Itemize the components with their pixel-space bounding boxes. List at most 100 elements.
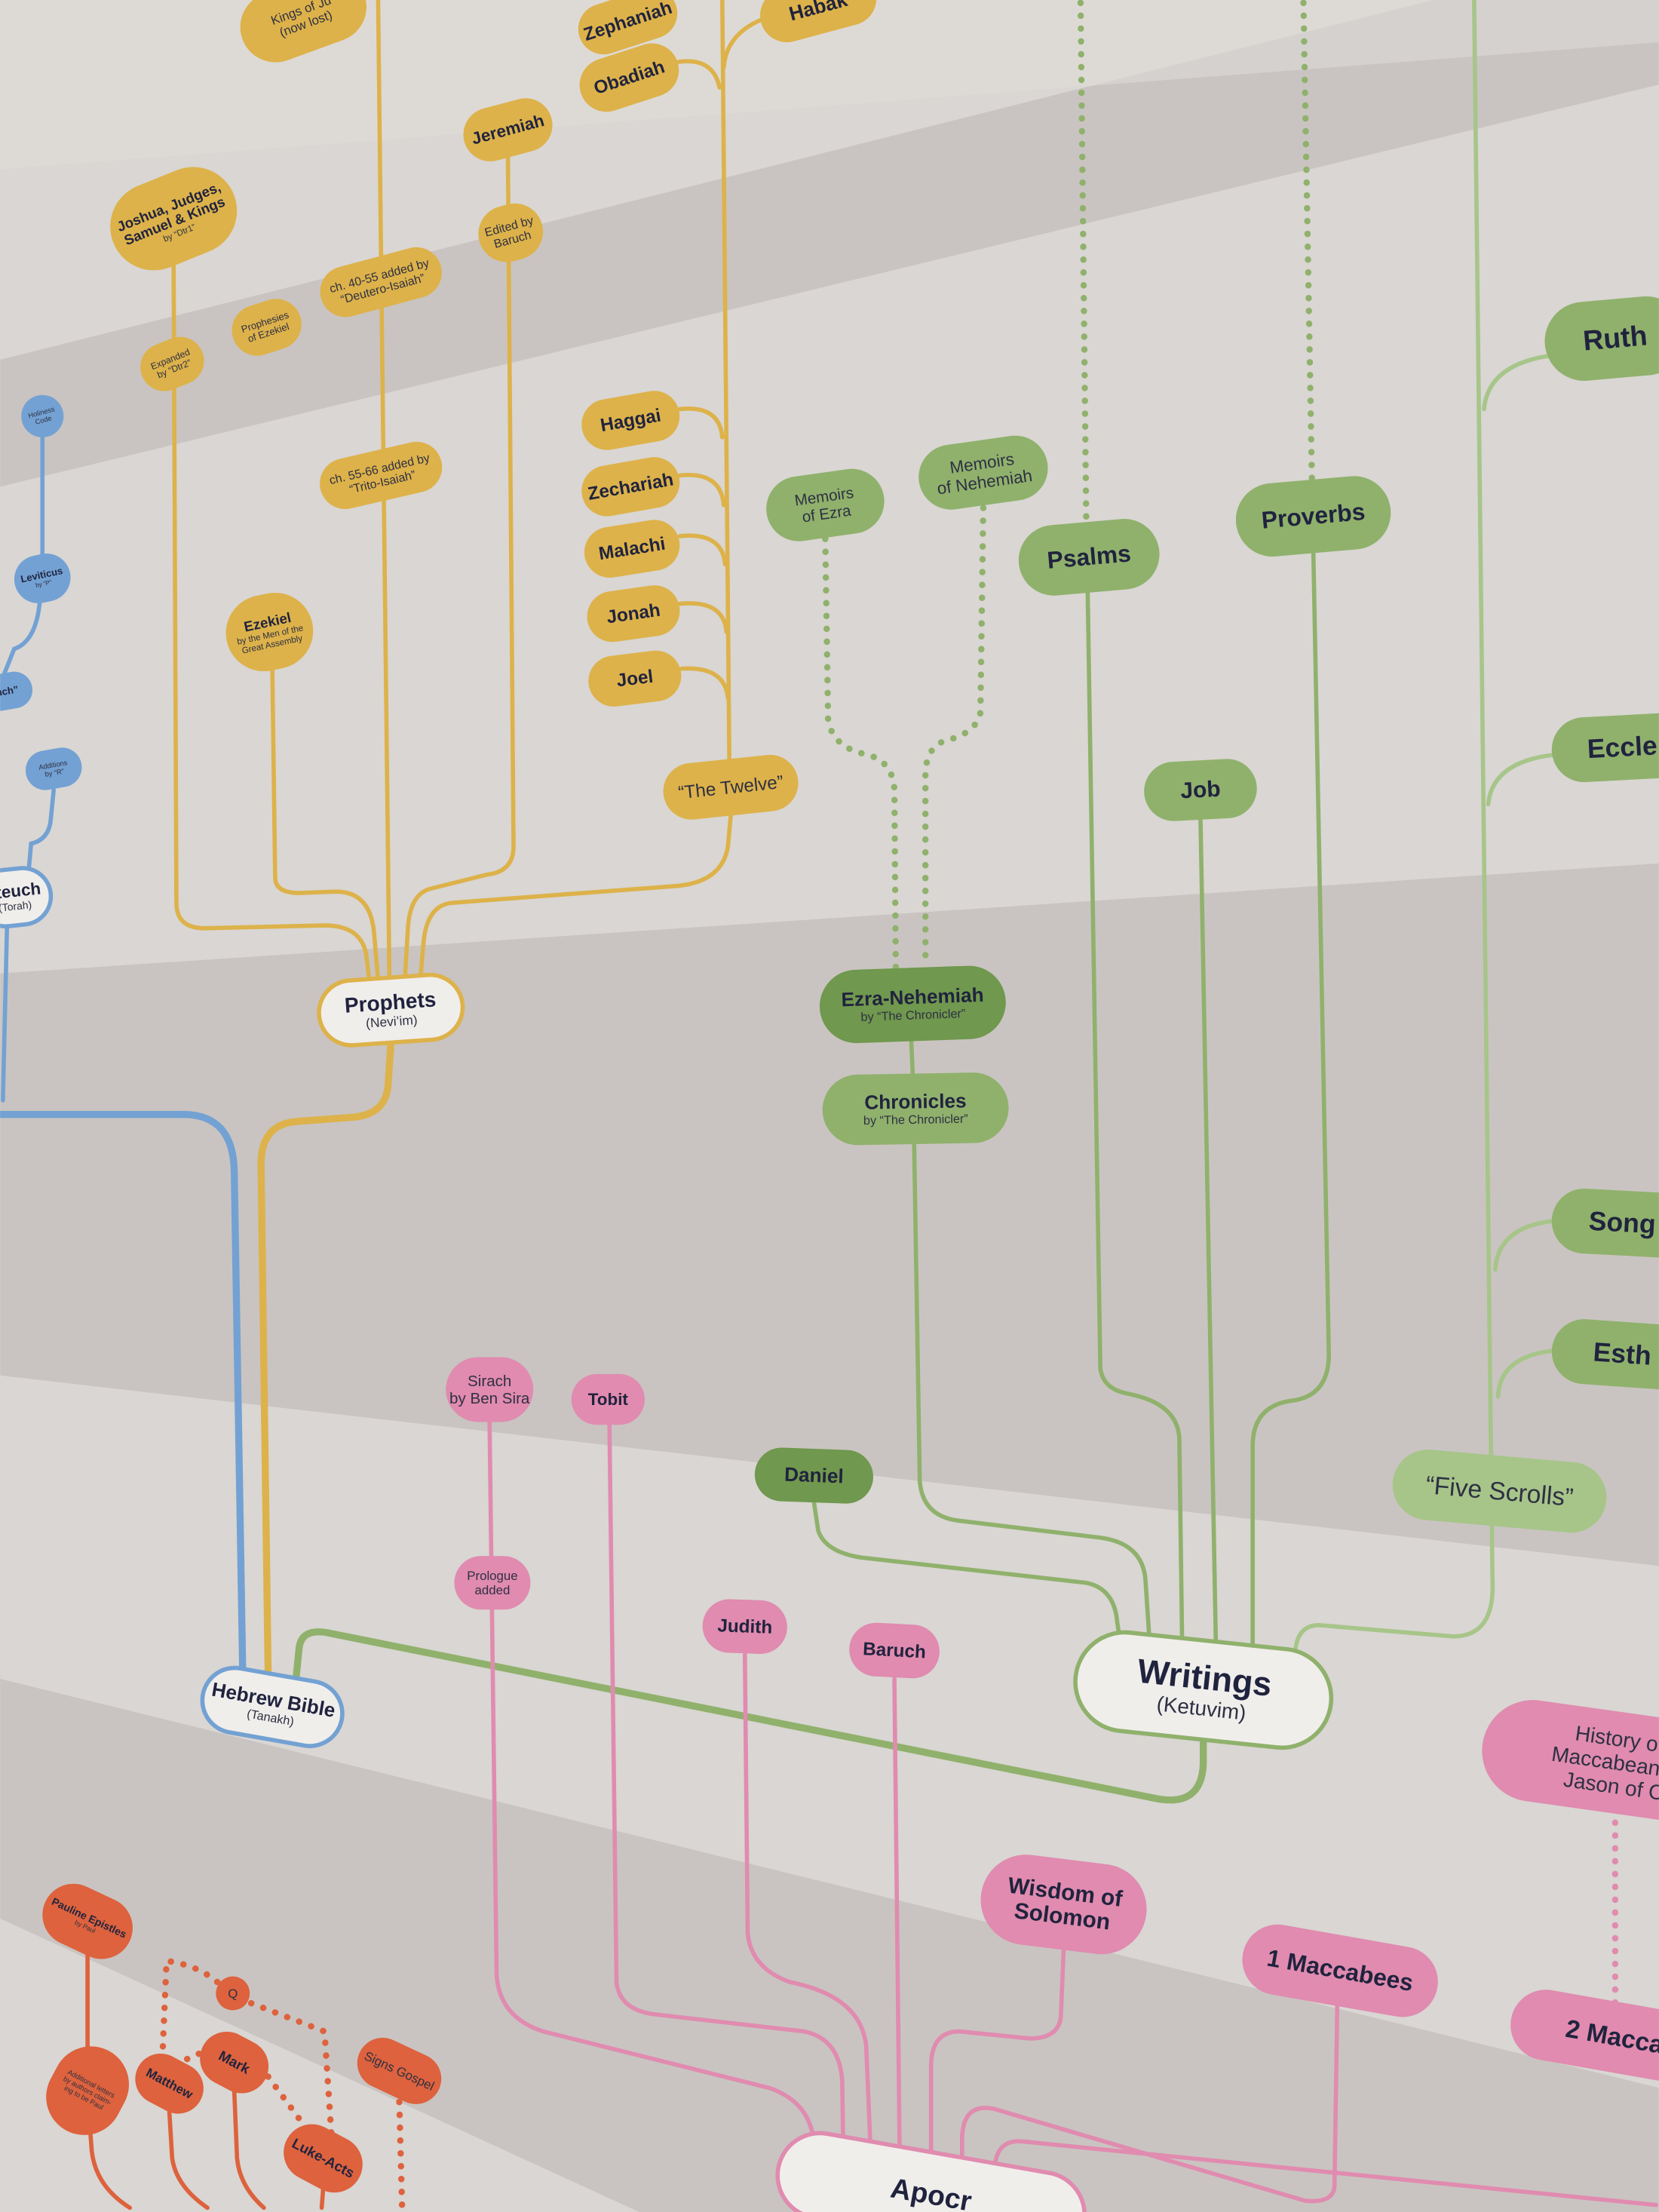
luke-acts-pill xyxy=(284,2124,363,2193)
tobit-title: Tobit xyxy=(588,1390,629,1409)
baruch-pill xyxy=(849,1622,940,1679)
wall-highlight xyxy=(0,0,1659,170)
q-source-subtitle: Q xyxy=(228,1987,238,2001)
history-maccabean-pill xyxy=(1482,1700,1659,1827)
writings-connector xyxy=(912,1140,1152,1646)
writings-connector xyxy=(1250,548,1331,1653)
ecclesiastes-title: Eccle xyxy=(1587,730,1658,764)
writings-dotted-connector xyxy=(822,535,900,971)
node-esther: Esth xyxy=(1551,1319,1659,1390)
new-testament-dotted-connector xyxy=(396,2098,406,2211)
node-malachi: Malachi xyxy=(584,520,680,578)
holiness-code-pill xyxy=(21,394,64,437)
node-hebrew-bible: Hebrew Bible(Tanakh) xyxy=(200,1665,345,1748)
apocrypha-connector xyxy=(928,1947,1066,2189)
apocrypha-connector xyxy=(892,1677,903,2189)
ezra-nehemiah-pill xyxy=(819,965,1006,1044)
node-the-twelve: “The Twelve” xyxy=(663,754,799,820)
node-mark: Mark xyxy=(200,2031,269,2094)
prophets-connector xyxy=(679,666,731,701)
five-scrolls-connector xyxy=(1495,1348,1562,1399)
psalms-pill xyxy=(1018,519,1160,596)
expanded-dtr2-pill xyxy=(140,336,204,391)
sirach-pill xyxy=(446,1357,534,1422)
chronicles-pill xyxy=(822,1072,1009,1146)
node-jeremiah: Jeremiah xyxy=(463,98,553,161)
hebrew-bible-pill xyxy=(200,1665,345,1748)
node-deutero-isaiah: ch. 40-55 added by“Deutero-Isaiah” xyxy=(320,247,442,318)
prophets-connector xyxy=(418,813,733,981)
prologue-added-subtitle: Prologue xyxy=(467,1569,517,1583)
new-testament-connector xyxy=(232,2088,266,2210)
writings-connector xyxy=(293,1628,1207,1804)
prophets-connector xyxy=(721,14,771,70)
baruch-title: Baruch xyxy=(863,1639,927,1662)
song-title: Song xyxy=(1588,1206,1657,1240)
esther-pill xyxy=(1551,1319,1659,1390)
zechariah-pill xyxy=(581,457,680,517)
song-pill xyxy=(1551,1189,1659,1258)
node-kings-chronicles: Kings of Ju(now lost) xyxy=(240,0,366,63)
node-ecclesiastes: Eccle xyxy=(1551,713,1659,783)
wall-shadow-band xyxy=(0,0,1659,487)
node-obadiah: Obadiah xyxy=(579,43,679,112)
torah-connector xyxy=(0,1111,247,1676)
writings-pill xyxy=(1073,1630,1334,1750)
new-testament-connector xyxy=(319,2187,326,2210)
jeremiah-pill xyxy=(463,98,553,161)
jonah-pill xyxy=(587,585,680,643)
pentateuch-pill xyxy=(0,866,54,929)
node-maccabees-1: 1 Maccabees xyxy=(1242,1924,1438,2017)
mark-pill xyxy=(200,2031,269,2094)
joel-pill xyxy=(588,650,682,707)
node-job: Job xyxy=(1144,759,1257,821)
edited-baruch-pill xyxy=(478,203,544,262)
prophets-connector xyxy=(677,472,726,508)
node-luke-acts: Luke-Acts xyxy=(284,2124,363,2193)
prophesies-ezekiel-pill xyxy=(232,299,302,356)
node-daniel: Daniel xyxy=(754,1447,873,1504)
ezekiel-pill xyxy=(225,592,314,672)
pauline-epistles-pill xyxy=(42,1883,133,1959)
zephaniah-pill xyxy=(578,0,678,55)
node-haggai: Haggai xyxy=(581,391,680,450)
chronicles-title: Chronicles xyxy=(864,1089,967,1113)
prophets-connector xyxy=(677,601,729,634)
writings-connector xyxy=(811,1500,1124,1653)
joel-title: Joel xyxy=(615,667,655,692)
writings-connector xyxy=(1198,816,1219,1653)
writings-connector xyxy=(1085,588,1185,1646)
node-maccabees-2: 2 Maccab xyxy=(1510,1990,1659,2088)
chronicles-subtitle: by “The Chronicler” xyxy=(863,1112,968,1127)
new-testament-connector xyxy=(167,2109,210,2210)
node-trito-isaiah: ch. 55-66 added by“Trito-Isaiah” xyxy=(320,441,443,509)
prophets-connector xyxy=(677,533,728,567)
writings-connector xyxy=(909,1039,915,1078)
apocrypha-connector xyxy=(607,1422,846,2175)
ecclesiastes-pill xyxy=(1551,713,1659,783)
torah-connector xyxy=(26,787,57,877)
memoirs-nehemiah-pill xyxy=(918,435,1048,510)
node-q-source: Q xyxy=(216,1976,250,2011)
node-judith: Judith xyxy=(702,1599,787,1654)
memoirs-ezra-pill xyxy=(766,468,885,541)
ezra-nehemiah-title: Ezra-Nehemiah xyxy=(841,983,984,1011)
signs-gospel-pill xyxy=(357,2037,442,2104)
node-matthew: Matthew xyxy=(135,2053,204,2114)
new-testament-dotted-connector xyxy=(265,2073,311,2134)
deutero-isaiah-pill xyxy=(320,247,442,318)
node-signs-gospel: Signs Gospel xyxy=(357,2037,442,2104)
leviticus-pill xyxy=(14,553,71,603)
habakkuk-pill xyxy=(759,0,877,43)
